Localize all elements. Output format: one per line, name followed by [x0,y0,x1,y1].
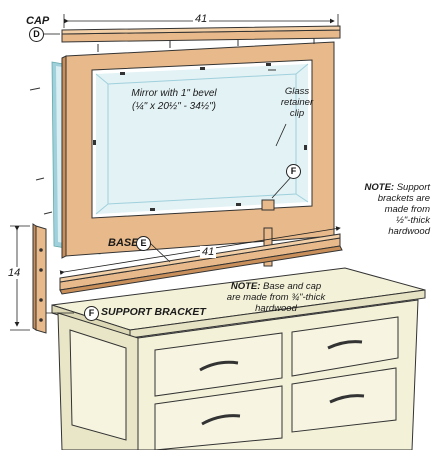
base-ref-callout: E [136,236,151,251]
frame-ref-callout: F [286,164,301,179]
support-bracket-label: SUPPORT BRACKET [101,306,206,318]
drawer-handle [329,394,365,404]
note-basecap-line1: NOTE: Base and cap [206,281,346,292]
cap-part [61,25,341,43]
note-support-text1: Support [396,182,430,193]
cap-width-label: 41 [193,13,210,25]
cap-label: CAP [26,15,50,27]
note-support-line2: brackets are [377,193,430,204]
cap-ref-callout: D [29,27,44,42]
mirror-label-line1: Mirror with 1" bevel [131,88,217,99]
note-support-lead: NOTE: [364,182,395,193]
note-support-line5: hardwood [388,226,430,237]
note-support-line3: made from [384,204,430,215]
mirror-label-line2: (¼" x 20½" - 34½") [131,101,217,112]
clip-label-line3: clip [289,108,305,119]
note-basecap-text1: Base and cap [263,281,322,292]
drawer-handle [201,414,241,426]
note-support-line4: ½"-thick [396,215,430,226]
glass-retainer-clips [93,63,307,211]
note-basecap-line2: are made from ¾"-thick [226,292,326,303]
note-support-line1: NOTE: Support [330,182,430,193]
drawer-top-right [291,316,399,377]
base-width-label: 41 [200,246,217,258]
dresser [51,267,426,450]
drawer-handle [199,360,239,372]
drawer-bottom-right [291,367,397,433]
height-label: 14 [6,267,23,279]
bracket-ref-callout: F [84,306,99,321]
mirror-frame [61,41,335,259]
note-basecap-lead: NOTE: [230,281,261,292]
clip-label-line1: Glass [284,86,310,97]
clip-label-line2: retainer [280,97,314,108]
support-bracket-part [32,223,47,334]
drawer-handle [327,340,363,350]
dresser-side-panel [69,329,127,441]
base-label: BASE [108,237,139,249]
note-basecap-line3: hardwood [255,303,297,314]
leader-lines [44,33,293,314]
